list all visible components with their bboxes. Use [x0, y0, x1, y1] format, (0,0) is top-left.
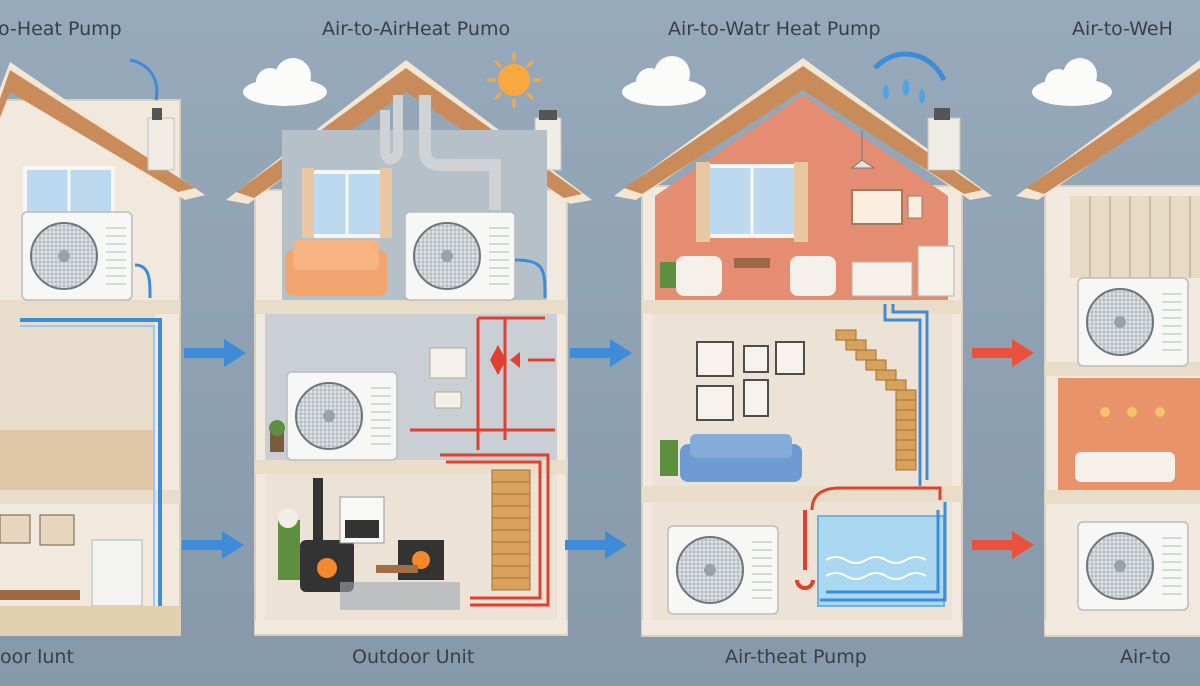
panel-caption-3: Air-theat Pump	[725, 646, 867, 668]
cloud-icon	[1032, 58, 1112, 106]
panel-title-4: Air-to-WeH	[1072, 18, 1173, 40]
house-3	[614, 58, 992, 637]
sun-icon	[486, 52, 542, 108]
cloud-icon	[622, 56, 706, 106]
panel-title-1: o-Heat Pump	[0, 18, 122, 40]
panel-title-3: Air-to-Watr Heat Pump	[668, 18, 881, 40]
panel-caption-4: Air-to	[1120, 646, 1171, 668]
house-4	[1016, 60, 1200, 637]
panel-caption-2: Outdoor Unit	[352, 646, 475, 668]
panel-title-2: Air-to-AirHeat Pumo	[322, 18, 511, 40]
panel-caption-1: oor lunt	[0, 646, 74, 668]
cloud-icon	[243, 58, 327, 106]
house-2	[226, 60, 592, 636]
water-drop-icon	[873, 51, 947, 104]
house-1	[0, 58, 205, 636]
